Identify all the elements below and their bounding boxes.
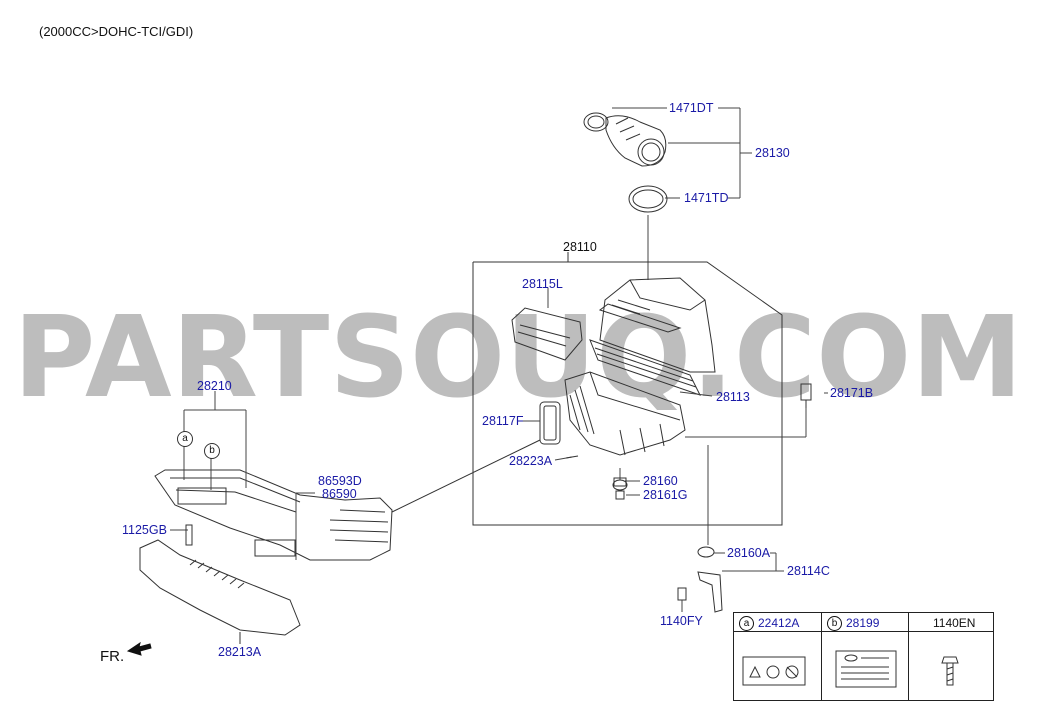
- callout-bubble-a: a: [177, 431, 193, 447]
- legend-b-part: 28199: [846, 616, 880, 630]
- legend-b-bubble: b: [827, 616, 842, 632]
- small-fittings: [565, 383, 812, 500]
- part-label-1140FY[interactable]: 1140FY: [660, 614, 703, 628]
- leader-lines-duct: [170, 391, 315, 560]
- legend-col-c: 1140EN: [908, 613, 994, 700]
- part-label-28115L[interactable]: 28115L: [522, 277, 563, 291]
- part-label-1125GB[interactable]: 1125GB: [122, 523, 167, 537]
- legend-col-a: a 22412A: [734, 613, 821, 700]
- leader-lines-bracket: [681, 552, 784, 612]
- part-label-28223A[interactable]: 28223A: [509, 454, 553, 468]
- lower-duct-shape: [139, 524, 301, 644]
- air-cleaner-assembly-frame: [472, 252, 783, 526]
- bracket-shape: [677, 546, 723, 613]
- part-label-28213A[interactable]: 28213A: [218, 645, 262, 659]
- air-cleaner-cover-shape: [598, 277, 716, 373]
- part-label-86593D[interactable]: 86593D: [318, 474, 362, 488]
- front-orientation-label: FR.: [100, 648, 125, 665]
- part-label-28160A[interactable]: 28160A: [727, 546, 771, 560]
- part-label-28117F[interactable]: 28117F: [482, 414, 524, 428]
- part-label-28161G[interactable]: 28161G: [643, 488, 688, 502]
- emission-label-icon: [835, 650, 897, 688]
- warning-label-icon: [742, 656, 806, 686]
- legend-a-part: 22412A: [758, 616, 800, 630]
- callout-bubble-b: b: [204, 443, 220, 459]
- intake-hose-shape: [583, 112, 668, 213]
- part-label-86590[interactable]: 86590: [322, 487, 357, 501]
- legend-col-b: b 28199: [821, 613, 908, 700]
- legend-b-header[interactable]: b 28199: [827, 616, 880, 632]
- legend-c-part[interactable]: 1140EN: [933, 616, 976, 630]
- bolt-icon: [941, 656, 959, 686]
- gasket-shape: [539, 401, 561, 445]
- leader-lines-hose: [612, 107, 752, 280]
- part-label-28160[interactable]: 28160: [643, 474, 678, 488]
- air-cleaner-body-shape: [564, 371, 686, 456]
- watermark-text: PARTSOUQ.COM: [13, 300, 1023, 410]
- part-label-28210[interactable]: 28210: [197, 379, 232, 393]
- part-label-28130[interactable]: 28130: [755, 146, 790, 160]
- engine-spec-title: (2000CC>DOHC-TCI/GDI): [39, 24, 194, 39]
- legend-a-bubble: a: [739, 616, 754, 632]
- part-label-1471DT[interactable]: 1471DT: [669, 101, 714, 115]
- legend-header-row: [734, 613, 993, 632]
- intake-duct-shape: [154, 439, 541, 561]
- legend-table: a 22412A b 28199: [733, 612, 994, 701]
- filter-element-shape: [589, 339, 701, 396]
- watermark: PARTSOUQ.COM: [13, 300, 1023, 410]
- front-arrow-icon: [126, 641, 152, 656]
- legend-a-header[interactable]: a 22412A: [739, 616, 800, 632]
- part-label-28171B[interactable]: 28171B: [830, 386, 874, 400]
- part-label-28110[interactable]: 28110: [563, 240, 597, 254]
- part-label-1471TD[interactable]: 1471TD: [684, 191, 729, 205]
- part-label-28113[interactable]: 28113: [716, 390, 750, 404]
- resonator-cover-shape: [511, 307, 583, 361]
- part-label-28114C[interactable]: 28114C: [787, 564, 830, 578]
